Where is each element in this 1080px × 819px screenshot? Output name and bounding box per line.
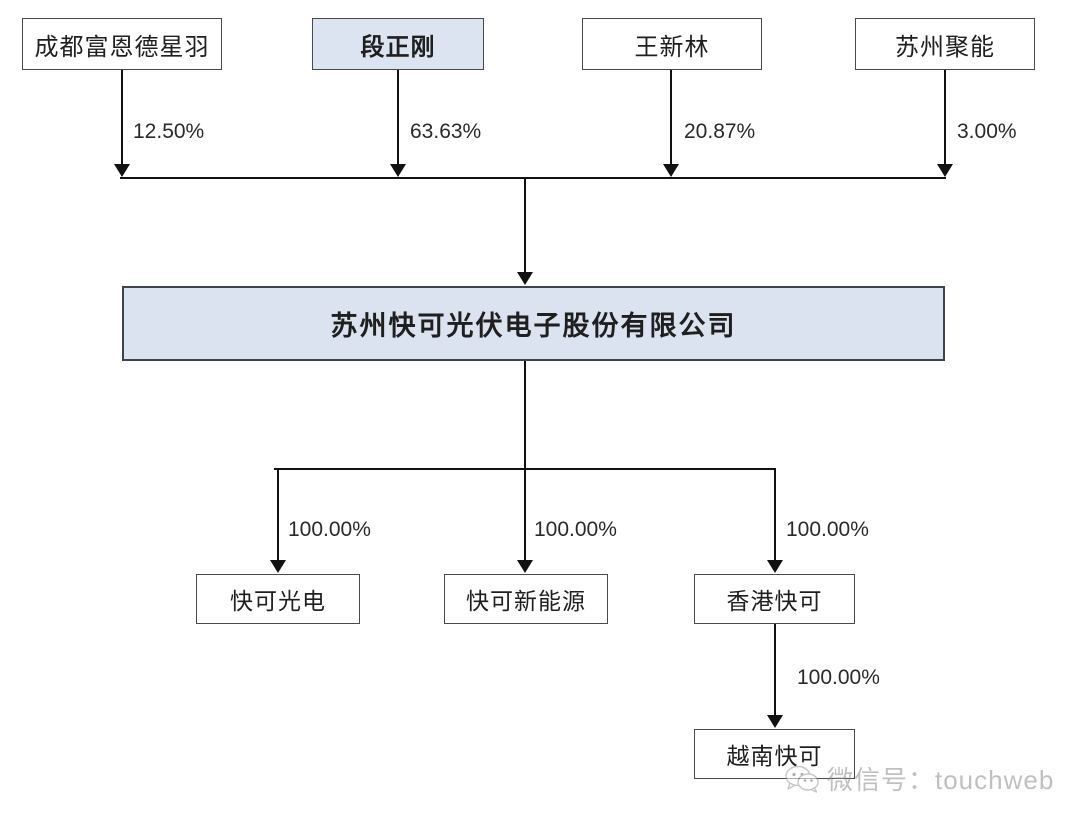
percent-label-wangxinlin: 20.87% — [684, 120, 756, 143]
subsidiary-label: 快可新能源 — [466, 589, 586, 614]
connector-wangxinlin-to-bus — [670, 70, 672, 165]
percent-label-vietnam-kuake: 100.00% — [797, 666, 880, 689]
subsidiary-box-kuake-guangdian[interactable]: 快可光电 — [196, 574, 360, 624]
shareholder-label: 苏州聚能 — [895, 34, 995, 61]
arrowhead-chengdu — [114, 164, 130, 177]
connector-company-to-subsidiary-bus — [524, 361, 526, 468]
percent-label-kuake-xinnengyuan: 100.00% — [534, 518, 617, 541]
arrowhead-kuake-guangdian — [270, 560, 286, 573]
subsidiary-label: 快可光电 — [230, 589, 326, 614]
shareholder-box-duanzhenggang[interactable]: 段正刚 — [312, 18, 484, 70]
shareholder-box-chengdu[interactable]: 成都富恩德星羽 — [22, 18, 222, 70]
company-box-main[interactable]: 苏州快可光伏电子股份有限公司 — [122, 286, 945, 361]
shareholder-bus-line — [120, 177, 946, 179]
subsidiary-box-kuake-xinnengyuan[interactable]: 快可新能源 — [444, 574, 608, 624]
arrowhead-vietnam-kuake — [767, 715, 783, 728]
arrowhead-company — [517, 272, 533, 285]
connector-chengdu-to-bus — [121, 70, 123, 165]
connector-bus-to-kuake-guangdian — [277, 468, 279, 561]
shareholder-label: 王新林 — [634, 34, 710, 61]
connector-bus-to-hongkong-kuake — [774, 468, 776, 561]
shareholder-label: 成都富恩德星羽 — [34, 34, 210, 61]
subsidiary-box-hongkong-kuake[interactable]: 香港快可 — [694, 574, 855, 624]
watermark-text: 微信号：touchweb — [827, 765, 1055, 795]
connector-hongkong-to-vietnam — [774, 624, 776, 716]
percent-label-kuake-guangdian: 100.00% — [288, 518, 371, 541]
connector-bus-to-kuake-xinnengyuan — [524, 468, 526, 561]
arrowhead-kuake-xinnengyuan — [517, 560, 533, 573]
percent-label-chengdu: 12.50% — [133, 120, 205, 143]
arrowhead-suzhoujuneng — [937, 164, 953, 177]
percent-label-hongkong-kuake: 100.00% — [786, 518, 869, 541]
arrowhead-wangxinlin — [663, 164, 679, 177]
subsidiary-box-vietnam-kuake[interactable]: 越南快可 — [694, 729, 855, 779]
connector-suzhoujuneng-to-bus — [944, 70, 946, 165]
connector-duanzhenggang-to-bus — [397, 70, 399, 165]
subsidiary-label: 香港快可 — [726, 589, 823, 614]
subsidiary-label: 越南快可 — [726, 744, 823, 769]
company-label: 苏州快可光伏电子股份有限公司 — [330, 311, 737, 341]
shareholder-label: 段正刚 — [360, 34, 436, 61]
wechat-icon — [785, 765, 819, 793]
percent-label-duanzhenggang: 63.63% — [410, 120, 482, 143]
shareholder-box-wangxinlin[interactable]: 王新林 — [582, 18, 762, 70]
connector-bus-to-company — [524, 177, 526, 273]
arrowhead-duanzhenggang — [390, 164, 406, 177]
watermark: 微信号：touchweb — [785, 760, 1054, 797]
arrowhead-hongkong-kuake — [767, 560, 783, 573]
percent-label-suzhoujuneng: 3.00% — [957, 120, 1017, 143]
shareholder-box-suzhoujuneng[interactable]: 苏州聚能 — [855, 18, 1035, 70]
